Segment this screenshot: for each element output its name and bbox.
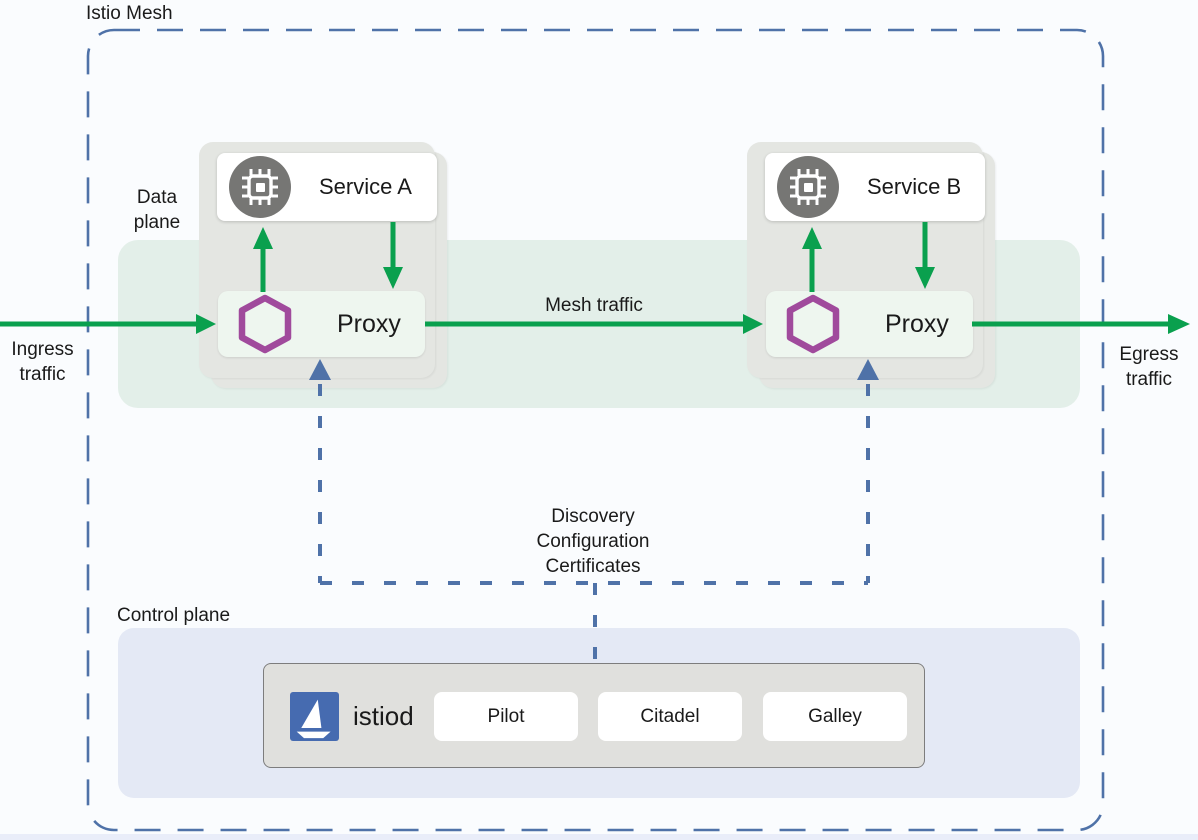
istiod-box: istiod Pilot Citadel Galley (263, 663, 925, 768)
envoy-hexagon-icon (786, 294, 840, 354)
egress-arrowhead (1168, 314, 1190, 334)
discovery-configuration-certificates-label: Discovery Configuration Certificates (536, 506, 650, 577)
control-plane-label: Control plane (117, 605, 231, 626)
data-plane-label: Data plane (133, 187, 181, 233)
service-a-card: Service A (217, 153, 437, 221)
proxy-a-label: Proxy (337, 309, 401, 338)
proxy-b-label: Proxy (885, 309, 949, 338)
istiod-label: istiod (353, 701, 414, 731)
service-b-label: Service B (867, 174, 962, 199)
proxy-a-card: Proxy (218, 291, 425, 357)
pilot-component: Pilot (434, 692, 578, 741)
bottom-edge-strip (0, 834, 1198, 840)
egress-traffic-label: Egress traffic (1119, 344, 1179, 390)
mesh-title: Istio Mesh (86, 3, 173, 24)
galley-component: Galley (763, 692, 907, 741)
service-b-card: Service B (765, 153, 985, 221)
microservice-chip-icon (777, 156, 839, 218)
service-a-label: Service A (319, 174, 412, 199)
istio-sail-logo-icon (290, 692, 339, 741)
citadel-component: Citadel (598, 692, 742, 741)
mesh-traffic-label: Mesh traffic (545, 295, 643, 316)
envoy-hexagon-icon (238, 294, 292, 354)
microservice-chip-icon (229, 156, 291, 218)
proxy-b-card: Proxy (766, 291, 973, 357)
ingress-traffic-label: Ingress traffic (11, 339, 74, 385)
